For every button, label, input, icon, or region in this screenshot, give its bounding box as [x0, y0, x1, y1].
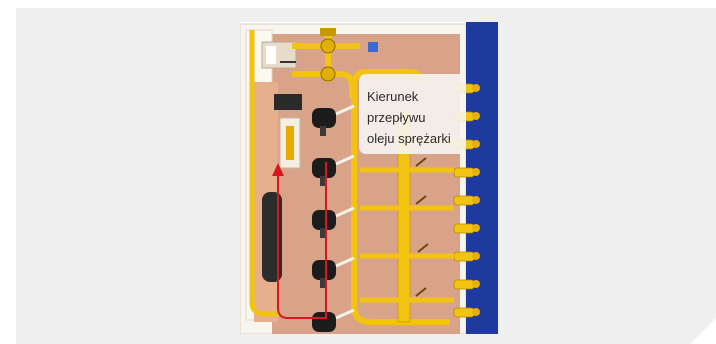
- callout-line-3: oleju sprężarki: [367, 128, 460, 149]
- flow-direction-callout: Kierunek przepływu oleju sprężarki: [359, 74, 466, 154]
- page-corner-fold: [690, 318, 716, 344]
- compressor-piping-figure: [240, 22, 498, 334]
- callout-line-2: przepływu: [367, 107, 460, 128]
- callout-line-1: Kierunek: [367, 86, 460, 107]
